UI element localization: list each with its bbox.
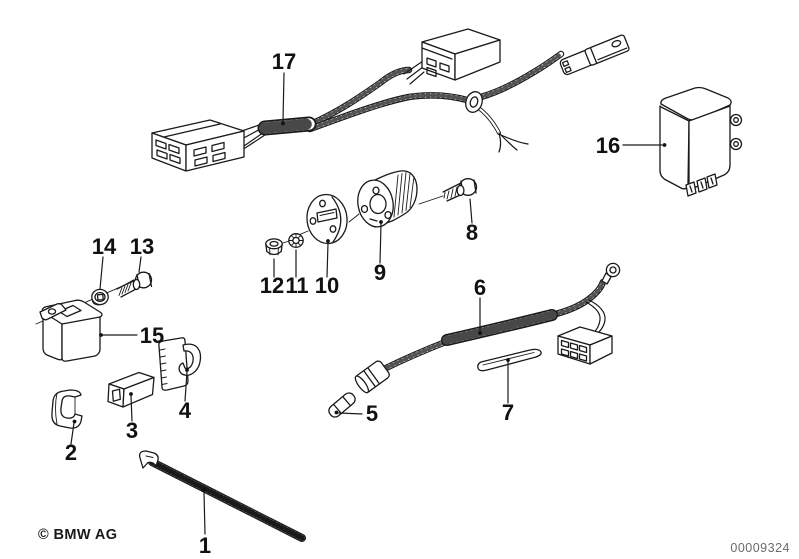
callout-11: 11 <box>285 273 308 298</box>
upper-connector-block <box>403 28 501 85</box>
part-9-socket-housing <box>357 170 418 228</box>
part-2-rubber-clip <box>51 389 83 429</box>
part-14-washer <box>91 288 109 306</box>
part-1-cable-strap <box>138 450 306 542</box>
part-13-screw <box>116 271 153 298</box>
part-6-bulb-harness <box>354 262 621 394</box>
callout-12: 12 <box>260 273 284 298</box>
callout-1: 1 <box>199 533 211 558</box>
part-16-relay <box>659 86 743 197</box>
callout-6: 6 <box>474 275 486 300</box>
part-4-rubber-boot <box>158 337 202 391</box>
part-8-screw <box>442 178 478 202</box>
grommet <box>465 91 483 113</box>
part-15-relay <box>39 299 103 362</box>
callout-10: 10 <box>315 273 339 298</box>
callout-4: 4 <box>179 398 192 423</box>
callout-2: 2 <box>65 440 77 465</box>
inline-spade-connector <box>559 34 630 76</box>
leader-lines <box>70 72 667 535</box>
spade-terminals <box>685 173 718 197</box>
copyright-notice: © BMW AG <box>38 527 117 543</box>
part-11-lock-washer <box>288 233 304 248</box>
ring-terminal <box>601 262 621 285</box>
bulb-socket <box>354 360 390 394</box>
callout-17: 17 <box>272 49 296 74</box>
part-12-hex-nut <box>265 238 283 256</box>
part-17-wiring-harness <box>151 28 630 172</box>
callout-13: 13 <box>130 234 154 259</box>
callout-15: 15 <box>140 323 164 348</box>
callout-5: 5 <box>366 401 378 426</box>
callout-8: 8 <box>466 220 478 245</box>
callout-9: 9 <box>374 260 386 285</box>
six-pin-connector <box>151 119 245 172</box>
callout-7: 7 <box>502 400 514 425</box>
callout-14: 14 <box>92 234 117 259</box>
image-number: 00009324 <box>730 541 790 555</box>
callout-16: 16 <box>596 133 620 158</box>
part-5-bulb <box>328 392 356 418</box>
screw-terminals <box>729 113 743 151</box>
callout-3: 3 <box>126 418 138 443</box>
harness-connector-block <box>557 326 613 365</box>
part-10-contact-plate <box>306 193 348 245</box>
